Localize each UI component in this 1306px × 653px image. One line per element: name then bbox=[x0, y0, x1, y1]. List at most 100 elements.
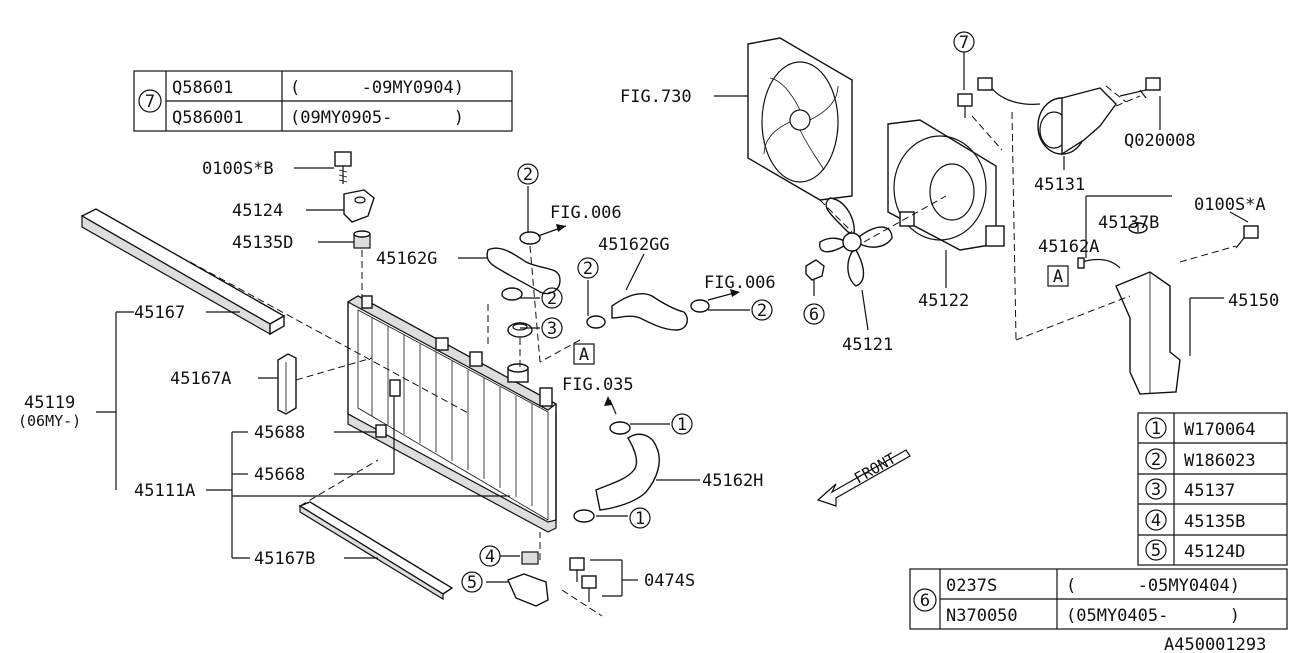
label-45668: 45668 bbox=[254, 465, 305, 485]
ref-2-c: 2 bbox=[583, 259, 593, 279]
label-fig006-a: FIG.006 bbox=[550, 203, 622, 223]
label-q020008: Q020008 bbox=[1124, 131, 1196, 151]
legend-part-3: 45137 bbox=[1184, 481, 1235, 501]
table7-row1-part: Q58601 bbox=[172, 78, 233, 98]
front-arrow: FRONT bbox=[816, 449, 911, 507]
bolt-0100s-a bbox=[1235, 225, 1259, 249]
label-45121: 45121 bbox=[842, 335, 893, 355]
upper-seal-45167 bbox=[80, 208, 286, 336]
legend-row-1: 1 W170064 bbox=[1145, 417, 1256, 440]
table6-ref: 6 bbox=[920, 591, 930, 611]
front-label: FRONT bbox=[851, 449, 899, 487]
label-45119-note: (06MY-) bbox=[18, 412, 81, 430]
ref-a-right-label: A bbox=[1053, 267, 1063, 287]
bracket-45124 bbox=[343, 189, 375, 223]
ref-4: 4 bbox=[485, 547, 495, 567]
legend-ref-2: 2 bbox=[1151, 450, 1161, 470]
label-45688: 45688 bbox=[254, 423, 305, 443]
label-45150: 45150 bbox=[1228, 291, 1279, 311]
fan-shroud-fig730 bbox=[747, 37, 853, 201]
side-seal-45167a bbox=[277, 353, 297, 415]
diagram-id: A450001293 bbox=[1164, 635, 1266, 653]
label-0474s: 0474S bbox=[644, 571, 695, 591]
nut-ref-6 bbox=[805, 259, 825, 281]
table6-row2-range: (05MY0405- ) bbox=[1066, 606, 1240, 626]
label-45137b: 45137B bbox=[1098, 213, 1159, 233]
callout-labels: 0100S*B 45124 45135D 45162G FIG.006 4516… bbox=[18, 87, 1279, 653]
label-45122: 45122 bbox=[918, 291, 969, 311]
legend-ref-4: 4 bbox=[1151, 511, 1161, 531]
radiator-core bbox=[346, 295, 558, 533]
ref-a-left-label: A bbox=[579, 345, 589, 365]
ref-6: 6 bbox=[809, 305, 819, 325]
label-45162a: 45162A bbox=[1038, 237, 1099, 257]
table-ref-6: 6 0237S ( -05MY0404) N370050 (05MY0405- … bbox=[909, 568, 1288, 630]
label-45167b: 45167B bbox=[254, 549, 315, 569]
hose-45162g bbox=[486, 231, 561, 301]
legend-row-3: 3 45137 bbox=[1145, 478, 1235, 501]
legend-row-5: 5 45124D bbox=[1145, 539, 1245, 562]
ref-2-d: 2 bbox=[757, 301, 767, 321]
table6-row1-range: ( -05MY0404) bbox=[1066, 576, 1240, 596]
lower-bracket bbox=[507, 551, 549, 607]
legend-ref-3: 3 bbox=[1151, 480, 1161, 500]
table6-row2-part: N370050 bbox=[946, 606, 1018, 626]
ref-circles: 2 2 2 2 3 1 1 4 5 6 7 bbox=[461, 31, 975, 593]
bolt-ref-7 bbox=[957, 93, 973, 118]
legend-part-5: 45124D bbox=[1184, 542, 1245, 562]
legend-part-4: 45135B bbox=[1184, 512, 1245, 532]
legend-ref-5: 5 bbox=[1151, 541, 1161, 561]
lower-seal-45167b bbox=[298, 501, 454, 601]
legend-part-2: W186023 bbox=[1184, 451, 1256, 471]
legend-ref-1: 1 bbox=[1151, 419, 1161, 439]
label-45119: 45119 bbox=[24, 393, 75, 413]
ref-2-b: 2 bbox=[547, 289, 557, 309]
ref-circle-7 bbox=[138, 89, 162, 113]
ref-1-b: 1 bbox=[635, 509, 645, 529]
radiator-cap bbox=[507, 322, 533, 338]
hose-45162gg bbox=[586, 292, 710, 331]
fan-45121 bbox=[819, 197, 893, 287]
table7-row2-part: Q586001 bbox=[172, 108, 244, 128]
bolts-0474s bbox=[569, 557, 597, 602]
ref-2-a: 2 bbox=[523, 165, 533, 185]
bolt-q020008 bbox=[1139, 77, 1161, 99]
ref-7: 7 bbox=[959, 33, 969, 53]
ref-1-a: 1 bbox=[677, 415, 687, 435]
shroud-45122 bbox=[887, 119, 1005, 251]
ref-5: 5 bbox=[467, 573, 477, 593]
motor-45131 bbox=[977, 77, 1117, 156]
ref-box-a-right: A bbox=[1047, 265, 1069, 287]
table7-ref: 7 bbox=[145, 92, 155, 112]
legend-table: 1 W170064 2 W186023 3 45137 4 45135B 5 4… bbox=[1137, 412, 1288, 566]
table7-row1-range: ( -09MY0904) bbox=[290, 78, 464, 98]
legend-part-1: W170064 bbox=[1184, 420, 1256, 440]
label-45167: 45167 bbox=[134, 303, 185, 323]
table7-row2-range: (09MY0905- ) bbox=[290, 108, 464, 128]
label-fig035: FIG.035 bbox=[562, 375, 634, 395]
label-fig006-b: FIG.006 bbox=[704, 273, 776, 293]
legend-row-2: 2 W186023 bbox=[1145, 448, 1256, 471]
label-45135d: 45135D bbox=[232, 233, 293, 253]
table6-row1-part: 0237S bbox=[946, 576, 997, 596]
label-0100s-b: 0100S*B bbox=[202, 159, 274, 179]
label-45111a: 45111A bbox=[134, 481, 195, 501]
legend-row-4: 4 45135B bbox=[1145, 509, 1245, 532]
cushion-45135d bbox=[353, 230, 371, 249]
label-45162g: 45162G bbox=[376, 249, 437, 269]
table-ref-7: 7 Q58601 ( -09MY0904) Q586001 (09MY0905-… bbox=[133, 70, 513, 132]
ref-box-a-left: A bbox=[573, 343, 595, 365]
bolt-0100s-b bbox=[334, 151, 352, 184]
hose-45162h bbox=[573, 421, 660, 523]
label-45131: 45131 bbox=[1034, 175, 1085, 195]
label-45162gg: 45162GG bbox=[598, 235, 670, 255]
label-0100s-a: 0100S*A bbox=[1194, 195, 1266, 215]
dashed-guides bbox=[189, 85, 1237, 617]
ref-3: 3 bbox=[547, 319, 557, 339]
ref-circle-6-table bbox=[913, 588, 937, 612]
label-45124: 45124 bbox=[232, 201, 283, 221]
label-45162h: 45162H bbox=[702, 471, 763, 491]
label-fig730: FIG.730 bbox=[620, 87, 692, 107]
leader-lines bbox=[96, 52, 1249, 597]
